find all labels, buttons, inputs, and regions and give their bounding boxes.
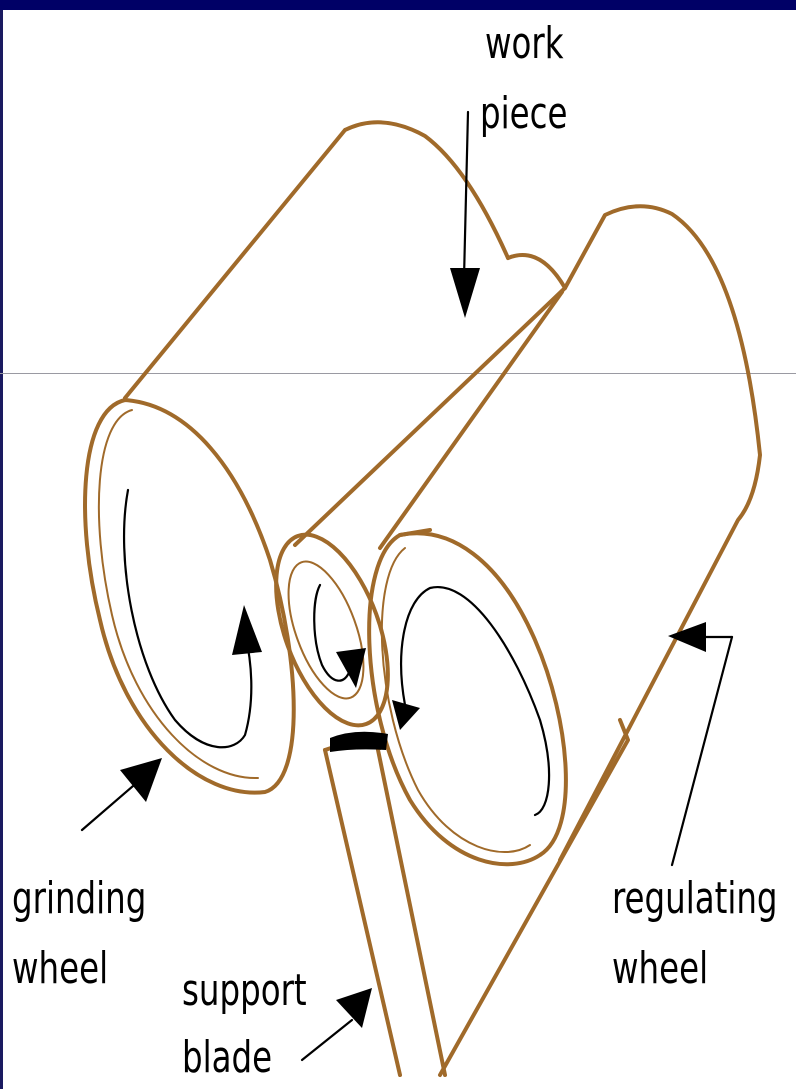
work-piece-rotation-arrowhead — [336, 648, 366, 688]
regulating-wheel-label-line2: wheel — [612, 943, 709, 994]
work-piece-end — [274, 532, 390, 728]
regulating-wheel-rotation-arrowhead — [392, 700, 420, 730]
work-piece-pointer-arrowhead — [450, 268, 480, 318]
grinding-wheel-label-line1: grinding — [12, 873, 147, 924]
grinding-wheel-back-cap — [343, 120, 510, 260]
regulating-wheel-rotation-line — [400, 585, 551, 817]
support-blade-label-line2: blade — [182, 1032, 273, 1083]
grinding-wheel — [83, 120, 510, 795]
grinding-wheel-rotation-arrowhead — [232, 605, 262, 655]
regulating-wheel-face-rim — [380, 547, 531, 853]
support-blade-pointer-arrowhead — [336, 988, 372, 1028]
regulating-wheel-guard — [438, 718, 630, 1077]
support-blade-left-edge — [323, 748, 402, 1077]
work-piece-label-line1: work — [485, 18, 564, 69]
grinding-wheel-face — [83, 398, 296, 795]
grinding-wheel-pointer-line — [80, 778, 142, 832]
horizontal-divider — [0, 373, 796, 374]
support-blade-pointer-line — [300, 1018, 354, 1062]
regulating-wheel — [367, 204, 762, 1077]
work-piece-top-edge — [293, 252, 567, 547]
grinding-wheel-top-edge — [123, 128, 347, 400]
work-piece-rotation-line — [313, 583, 352, 682]
left-border — [0, 10, 3, 1089]
support-blade — [323, 742, 447, 1077]
work-piece-label-line2: piece — [480, 88, 568, 139]
regulating-wheel-pointer-arrowhead — [668, 622, 706, 652]
top-border-bar — [0, 0, 796, 10]
work-piece-bottom-edge — [378, 290, 564, 550]
regulating-wheel-face — [367, 531, 568, 867]
support-blade-label-line1: support — [182, 965, 307, 1016]
grinding-wheel-pointer-arrowhead — [120, 758, 162, 802]
regulating-wheel-pointer-line — [670, 635, 734, 867]
work-piece-pointer-line — [462, 110, 470, 280]
contact-patch — [330, 731, 388, 752]
regulating-wheel-label-line1: regulating — [612, 873, 778, 924]
work-piece-end-inner — [287, 560, 365, 700]
regulating-wheel-top-edge — [558, 204, 762, 862]
grinding-wheel-face-rim — [97, 409, 259, 780]
support-blade-right-edge — [376, 748, 447, 1077]
grinding-wheel-label-line2: wheel — [12, 943, 109, 994]
grinding-wheel-rotation-line — [122, 488, 253, 749]
